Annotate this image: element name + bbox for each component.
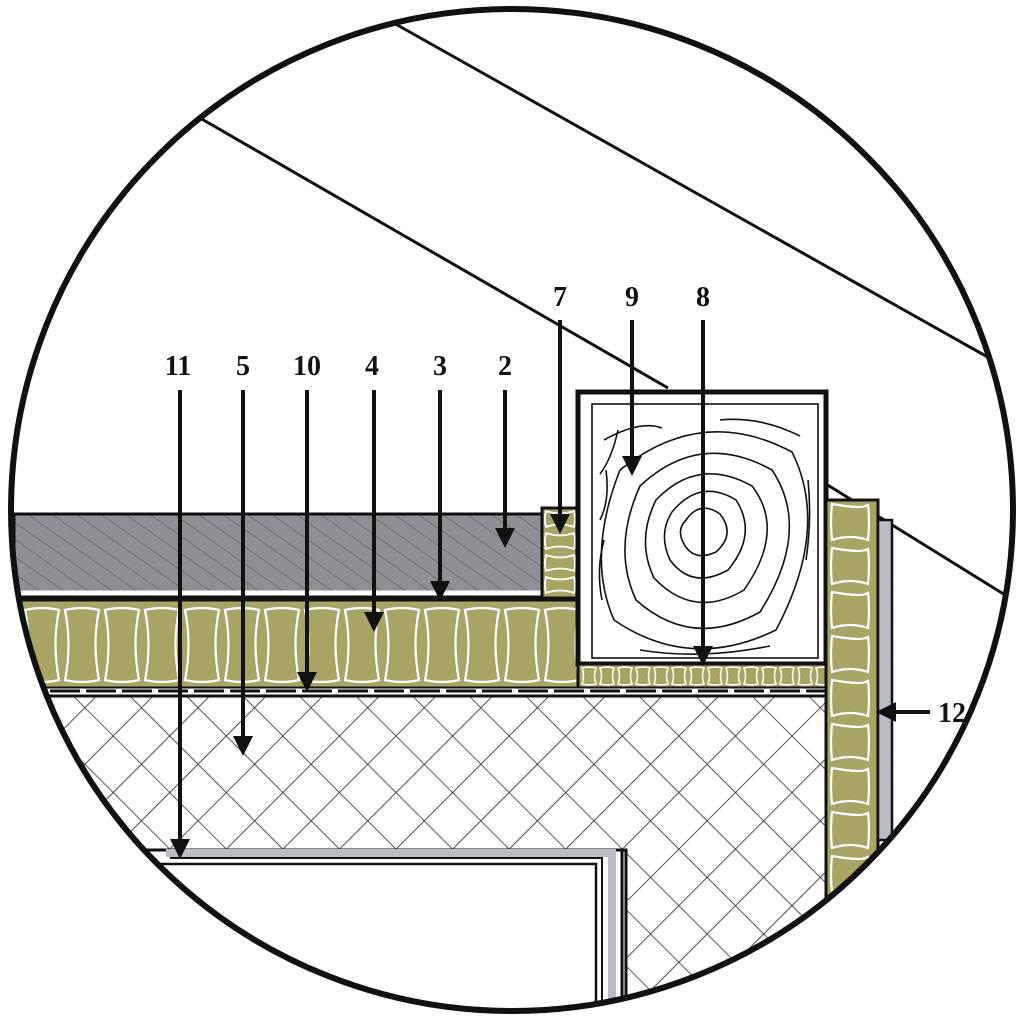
callout-4: 4 [365,351,379,382]
callout-arrows [170,320,930,859]
floor-screed-layer [12,512,544,599]
detail-circle-outline [8,6,1016,1014]
callout-9: 9 [625,282,639,313]
floor-insulation-layer [12,598,580,690]
callout-labels: 11 5 10 4 3 2 7 9 8 12 [165,282,966,729]
callout-2: 2 [498,351,512,382]
frame-profile [160,848,624,1011]
callout-10: 10 [293,351,321,382]
wall-insulation-column [824,498,894,902]
thin-insulation-strip [576,662,828,690]
callout-7: 7 [553,282,567,313]
callout-11: 11 [165,351,191,382]
callout-12: 12 [938,698,966,729]
callout-3: 3 [433,351,447,382]
callout-5: 5 [236,351,250,382]
callout-8: 8 [696,282,710,313]
